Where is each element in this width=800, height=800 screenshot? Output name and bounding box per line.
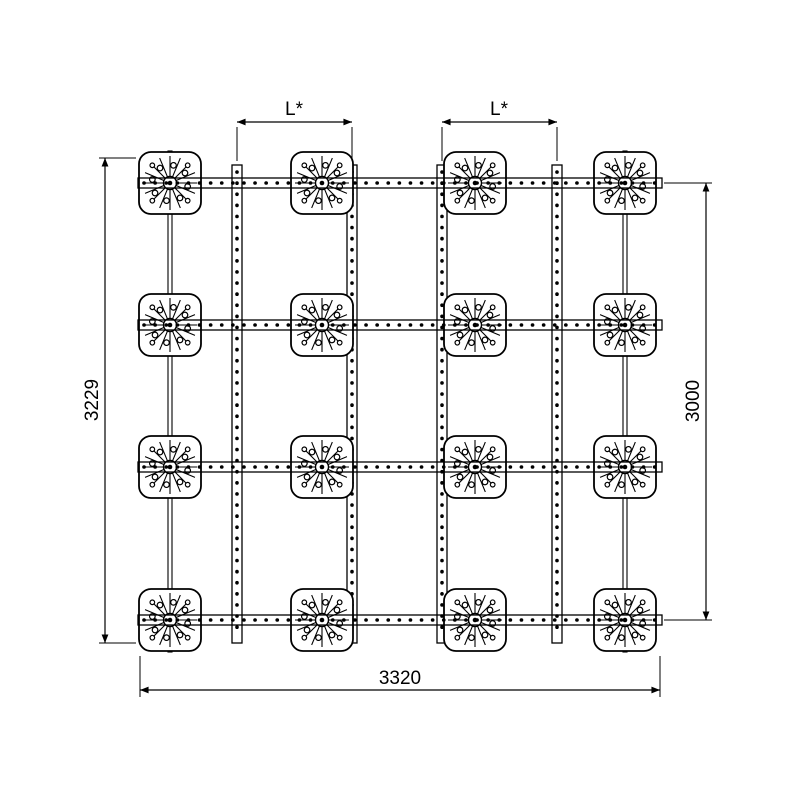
dimension-label: L* [285, 99, 304, 120]
vertical-rails [231, 164, 563, 644]
support-post [622, 150, 628, 653]
dimension-label: L* [490, 99, 509, 120]
mounting-plate [138, 588, 202, 652]
dimension-right: 3000 [664, 182, 712, 621]
dimension-left: 3229 [82, 157, 136, 644]
vertical-rail [231, 164, 243, 644]
vertical-rail [436, 164, 448, 644]
mounting-plate [138, 293, 202, 357]
mounting-plate [138, 435, 202, 499]
mounting-plate [593, 588, 657, 652]
horizontal-rail [137, 614, 663, 626]
support-posts [167, 150, 628, 653]
mounting-plate [593, 151, 657, 215]
dimension-label: 3320 [379, 668, 421, 689]
dimension-bottom: 3320 [139, 656, 661, 697]
horizontal-rail [137, 461, 663, 473]
mounting-plate [593, 293, 657, 357]
dimension-rail-spacing-left: L* [236, 99, 353, 161]
horizontal-rail [137, 177, 663, 189]
horizontal-rail [137, 319, 663, 331]
dimension-label: 3229 [82, 379, 103, 421]
support-post [167, 150, 173, 653]
dimension-label: 3000 [683, 380, 704, 422]
vertical-rail [551, 164, 563, 644]
mounting-plate [593, 435, 657, 499]
vertical-rail [346, 164, 358, 644]
dimension-rail-spacing-right: L* [441, 99, 558, 161]
horizontal-rails [137, 177, 663, 626]
mounting-plate [138, 151, 202, 215]
mounting-plates [138, 151, 657, 652]
